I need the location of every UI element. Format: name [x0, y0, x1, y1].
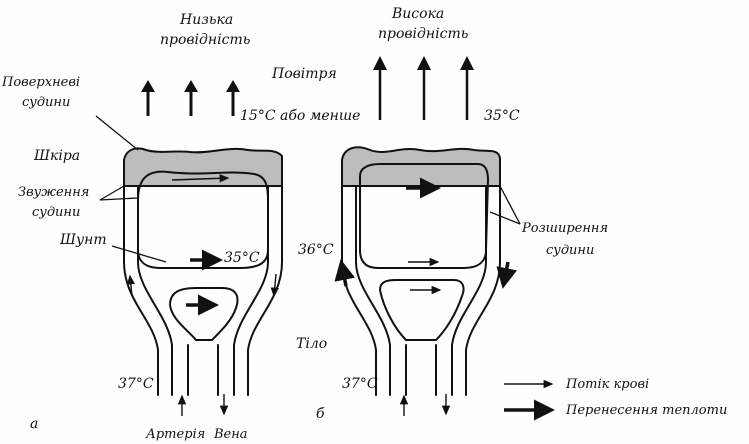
- temp-outside-b: 35°C: [484, 108, 520, 124]
- heat-loss-arrows-low: [141, 80, 240, 116]
- label-artery: Артерія: [145, 427, 205, 442]
- label-body: Тіло: [296, 336, 327, 352]
- label-constriction-1: Звуження: [18, 185, 89, 200]
- label-dilation-1: Розширення: [521, 221, 608, 236]
- label-air: Повітря: [271, 66, 337, 82]
- legend: Потік крові Перенесення теплоти: [504, 377, 727, 418]
- panel-b: Висока провідність Повітря 35°C 36°C Роз…: [271, 6, 608, 422]
- title-low-conductance-1: Низька: [179, 12, 233, 28]
- title-low-conductance-2: провідність: [160, 32, 250, 48]
- label-skin: Шкіра: [33, 148, 80, 164]
- shunt-loop-a: [170, 288, 237, 340]
- skin-layer-a: [124, 148, 282, 186]
- label-vein: Вена: [213, 427, 248, 442]
- temp-outside-a: 15°C або менше: [240, 108, 360, 124]
- legend-blood-flow-label: Потік крові: [565, 377, 649, 392]
- title-high-conductance-2: провідність: [378, 26, 468, 42]
- shunt-loop-b: [380, 280, 464, 340]
- title-high-conductance-1: Висока: [391, 6, 444, 22]
- label-constriction-2: судини: [32, 205, 80, 220]
- panel-letter-b: б: [316, 406, 325, 422]
- heat-loss-arrows-high: [373, 56, 474, 120]
- label-dilation-2: судини: [546, 243, 594, 258]
- temp-core-a: 37°C: [118, 376, 154, 392]
- label-shunt: Шунт: [59, 232, 107, 248]
- temp-inside-a: 35°C: [224, 250, 260, 266]
- panel-letter-a: а: [30, 416, 38, 432]
- temp-side-b: 36°C: [298, 242, 334, 258]
- temp-core-b: 37°C: [342, 376, 378, 392]
- label-surface-vessels-1: Поверхневі: [1, 75, 80, 90]
- legend-heat-transfer-label: Перенесення теплоти: [565, 403, 727, 418]
- label-surface-vessels-2: судини: [22, 95, 70, 110]
